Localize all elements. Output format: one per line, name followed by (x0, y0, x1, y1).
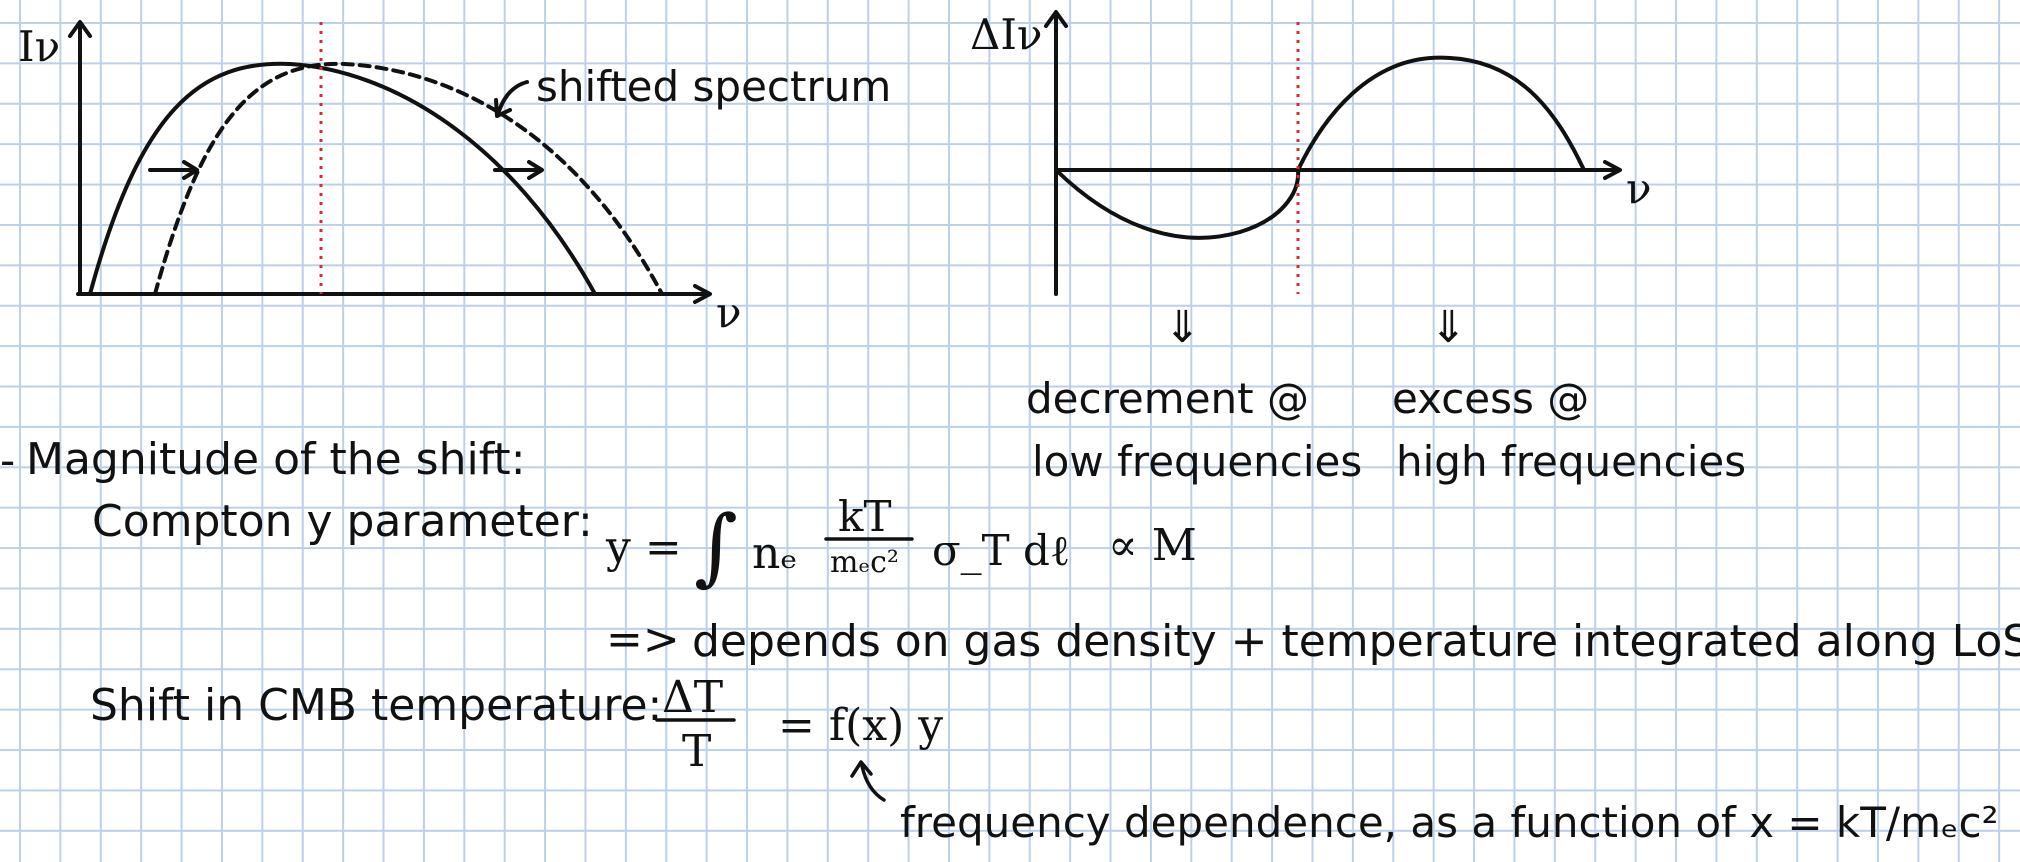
excess-note-line1: excess @ (1392, 374, 1590, 423)
shift-arrow-right (493, 160, 544, 180)
fraction-numerator-kT: kT (838, 492, 892, 541)
shifted-spectrum-curve (153, 61, 664, 296)
left-y-axis-arrowhead (68, 20, 92, 38)
shift-arrow-left (148, 160, 199, 180)
left-x-axis-arrowhead (693, 284, 712, 304)
electron-density-term: nₑ (752, 528, 798, 579)
left-spectrum-diagram (68, 20, 712, 304)
compton-y-label: Compton y parameter: (92, 496, 593, 547)
decrement-down-arrow: ⇓ (1164, 302, 1201, 353)
difference-curve (1054, 55, 1586, 240)
excess-note-line2: high frequencies (1396, 437, 1747, 486)
decrement-note-line2: low frequencies (1032, 437, 1363, 486)
sigma-t-dl-term: σ_T dℓ (932, 526, 1071, 575)
implies-arrow: => (606, 614, 680, 665)
left-x-axis-label: ν (716, 288, 742, 337)
equals-f-of-x-y: = f(x) y (778, 700, 944, 751)
shifted-spectrum-annotation: shifted spectrum (536, 62, 892, 111)
proportional-to-mass: ∝ M (1108, 520, 1197, 571)
right-x-axis-arrowhead (1603, 160, 1622, 180)
fx-pointer-arrow (850, 760, 886, 802)
cmb-shift-label: Shift in CMB temperature: (90, 680, 663, 731)
bullet-dash: - (0, 436, 16, 485)
delta-t-numerator: ΔT (662, 672, 724, 723)
original-spectrum-curve (88, 61, 597, 296)
right-difference-diagram (1044, 10, 1622, 296)
frequency-dependence-note: frequency dependence, as a function of x… (900, 798, 1999, 847)
right-y-axis-label: ΔIν (970, 10, 1043, 59)
magnitude-heading: Magnitude of the shift: (26, 434, 526, 485)
right-x-axis-label: ν (1626, 164, 1652, 213)
annotation-pointer-arrow (494, 80, 529, 118)
depends-on-text: depends on gas density + temperature int… (692, 616, 2020, 667)
right-y-axis-arrowhead (1044, 10, 1068, 28)
y-equals: y = (606, 522, 682, 573)
fraction-denominator-mec2: mₑc² (830, 545, 899, 580)
decrement-note-line1: decrement @ (1026, 374, 1309, 423)
integral-sign: ∫ (694, 497, 738, 595)
left-y-axis-label: Iν (18, 22, 61, 71)
t-denominator: T (682, 726, 712, 777)
excess-down-arrow: ⇓ (1430, 302, 1467, 353)
